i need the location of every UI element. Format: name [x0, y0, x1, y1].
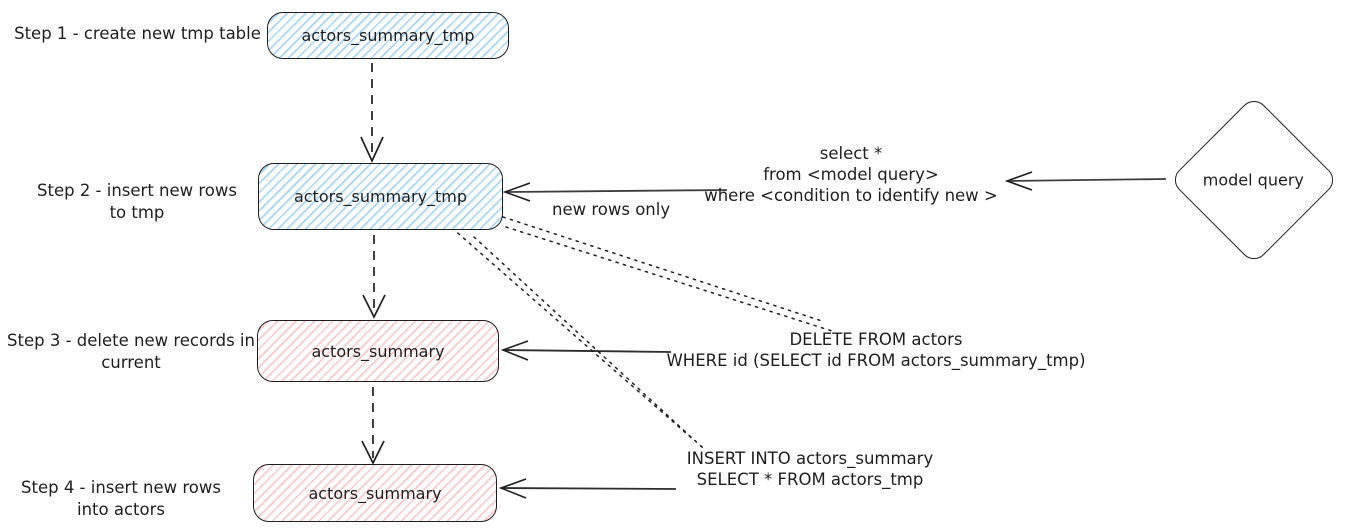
arrow-query-into-tmp	[502, 182, 728, 202]
step-4-label: Step 4 - insert new rows into actors	[21, 478, 221, 519]
arrow-step1-to-step2	[360, 63, 384, 164]
dotted-link-tmp-to-delete-sql	[502, 216, 833, 332]
node-actors-summary-step3: actors_summary	[257, 320, 499, 382]
node-actors-summary-tmp-step1: actors_summary_tmp	[267, 12, 509, 59]
arrow-model-query-to-sql	[1004, 171, 1167, 191]
node-label: actors_summary	[311, 341, 445, 361]
arrow-step3-to-step4	[361, 387, 385, 465]
step-3-label: Step 3 - delete new records in current	[7, 331, 255, 372]
delete-sql-text: DELETE FROM actors WHERE id (SELECT id F…	[666, 330, 1086, 370]
node-label: actors_summary_tmp	[301, 26, 475, 45]
node-model-query: model query	[1169, 95, 1339, 265]
arrow-insert-into-actors	[498, 478, 677, 499]
model-query-label: model query	[1203, 170, 1305, 190]
new-rows-only-label: new rows only	[552, 200, 671, 219]
arrow-step2-to-step3	[362, 235, 386, 319]
insert-sql-text: INSERT INTO actors_summary SELECT * FROM…	[686, 449, 934, 489]
model-query-sql-text: select * from <model query> where <condi…	[704, 144, 998, 205]
step-2-label: Step 2 - insert new rows to tmp	[37, 181, 237, 222]
node-label: actors_summary_tmp	[293, 187, 468, 206]
node-actors-summary-tmp-step2: actors_summary_tmp	[258, 163, 503, 230]
node-label: actors_summary	[308, 483, 442, 503]
step-1-label: Step 1 - create new tmp table	[14, 24, 261, 43]
arrow-delete-into-current	[500, 340, 672, 361]
node-actors-summary-step4: actors_summary	[253, 464, 497, 522]
